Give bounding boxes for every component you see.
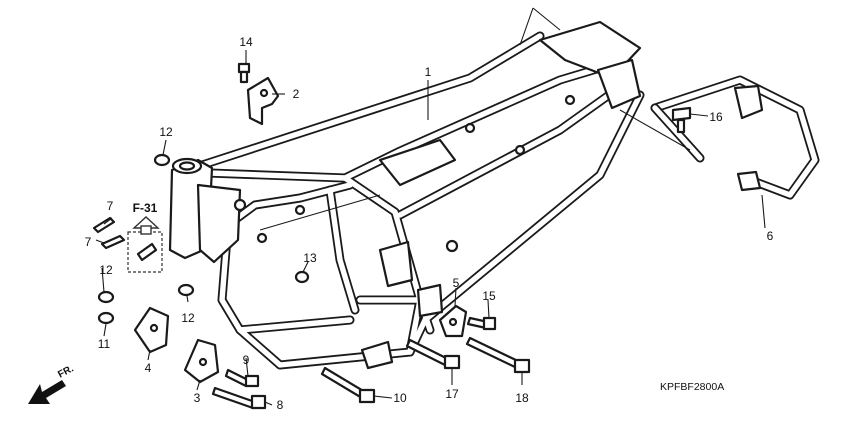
callout-12-upper: 12	[159, 125, 173, 139]
clip-part-7-upper[interactable]	[92, 216, 116, 234]
bolt-part-8[interactable]	[211, 386, 267, 410]
callout-11: 11	[98, 337, 111, 351]
hanger-plate-part-3[interactable]	[183, 338, 220, 384]
callout-labels: 1 2 3 4 5 6 7 7 8 9 10 11 12 12 12 13 14…	[85, 35, 774, 412]
grab-rail-part-6[interactable]	[650, 75, 820, 200]
nut-part-12-upper[interactable]	[153, 153, 171, 167]
bracket-part-2[interactable]	[246, 76, 280, 126]
reference-f31-box[interactable]	[127, 216, 163, 273]
front-arrow-icon	[28, 380, 66, 404]
callout-12-center: 12	[181, 311, 195, 325]
callout-18: 18	[515, 391, 529, 405]
callout-14: 14	[239, 35, 253, 49]
frame-body[interactable]	[168, 20, 645, 370]
front-direction-indicator: FR.	[28, 363, 76, 404]
nut-part-13[interactable]	[294, 270, 310, 284]
callout-5: 5	[453, 276, 460, 290]
callout-7-lower: 7	[85, 235, 92, 249]
callout-1: 1	[425, 65, 432, 79]
callout-16: 16	[709, 110, 723, 124]
diagram-code: KPFBF2800A	[660, 381, 724, 393]
bolt-part-10[interactable]	[320, 366, 376, 404]
nut-part-11[interactable]	[97, 311, 115, 325]
callout-8: 8	[277, 398, 284, 412]
callout-3: 3	[194, 391, 201, 405]
clip-part-7-lower[interactable]	[100, 234, 126, 250]
callout-10: 10	[393, 391, 407, 405]
callout-9: 9	[243, 353, 250, 367]
bolt-part-9[interactable]	[224, 368, 260, 388]
nut-part-12-center[interactable]	[177, 283, 195, 297]
callout-15: 15	[482, 289, 496, 303]
callout-6: 6	[767, 229, 774, 243]
bolt-part-14[interactable]	[237, 62, 251, 84]
hanger-plate-part-5[interactable]	[438, 304, 468, 338]
callout-12-left: 12	[99, 263, 113, 277]
nut-part-12-left[interactable]	[97, 290, 115, 304]
callout-7-upper: 7	[107, 199, 114, 213]
front-label: FR.	[56, 363, 76, 380]
callout-17: 17	[445, 387, 459, 401]
callout-2: 2	[293, 87, 300, 101]
callout-4: 4	[145, 361, 152, 375]
bolt-part-16[interactable]	[671, 106, 692, 134]
callout-13: 13	[303, 251, 317, 265]
bolt-part-15[interactable]	[466, 316, 497, 331]
leader-lines	[95, 7, 766, 406]
bolt-part-18[interactable]	[465, 336, 531, 374]
bolt-part-17[interactable]	[405, 338, 461, 370]
hanger-plate-part-4[interactable]	[133, 306, 170, 354]
reference-f31-label: F-31	[133, 201, 158, 215]
